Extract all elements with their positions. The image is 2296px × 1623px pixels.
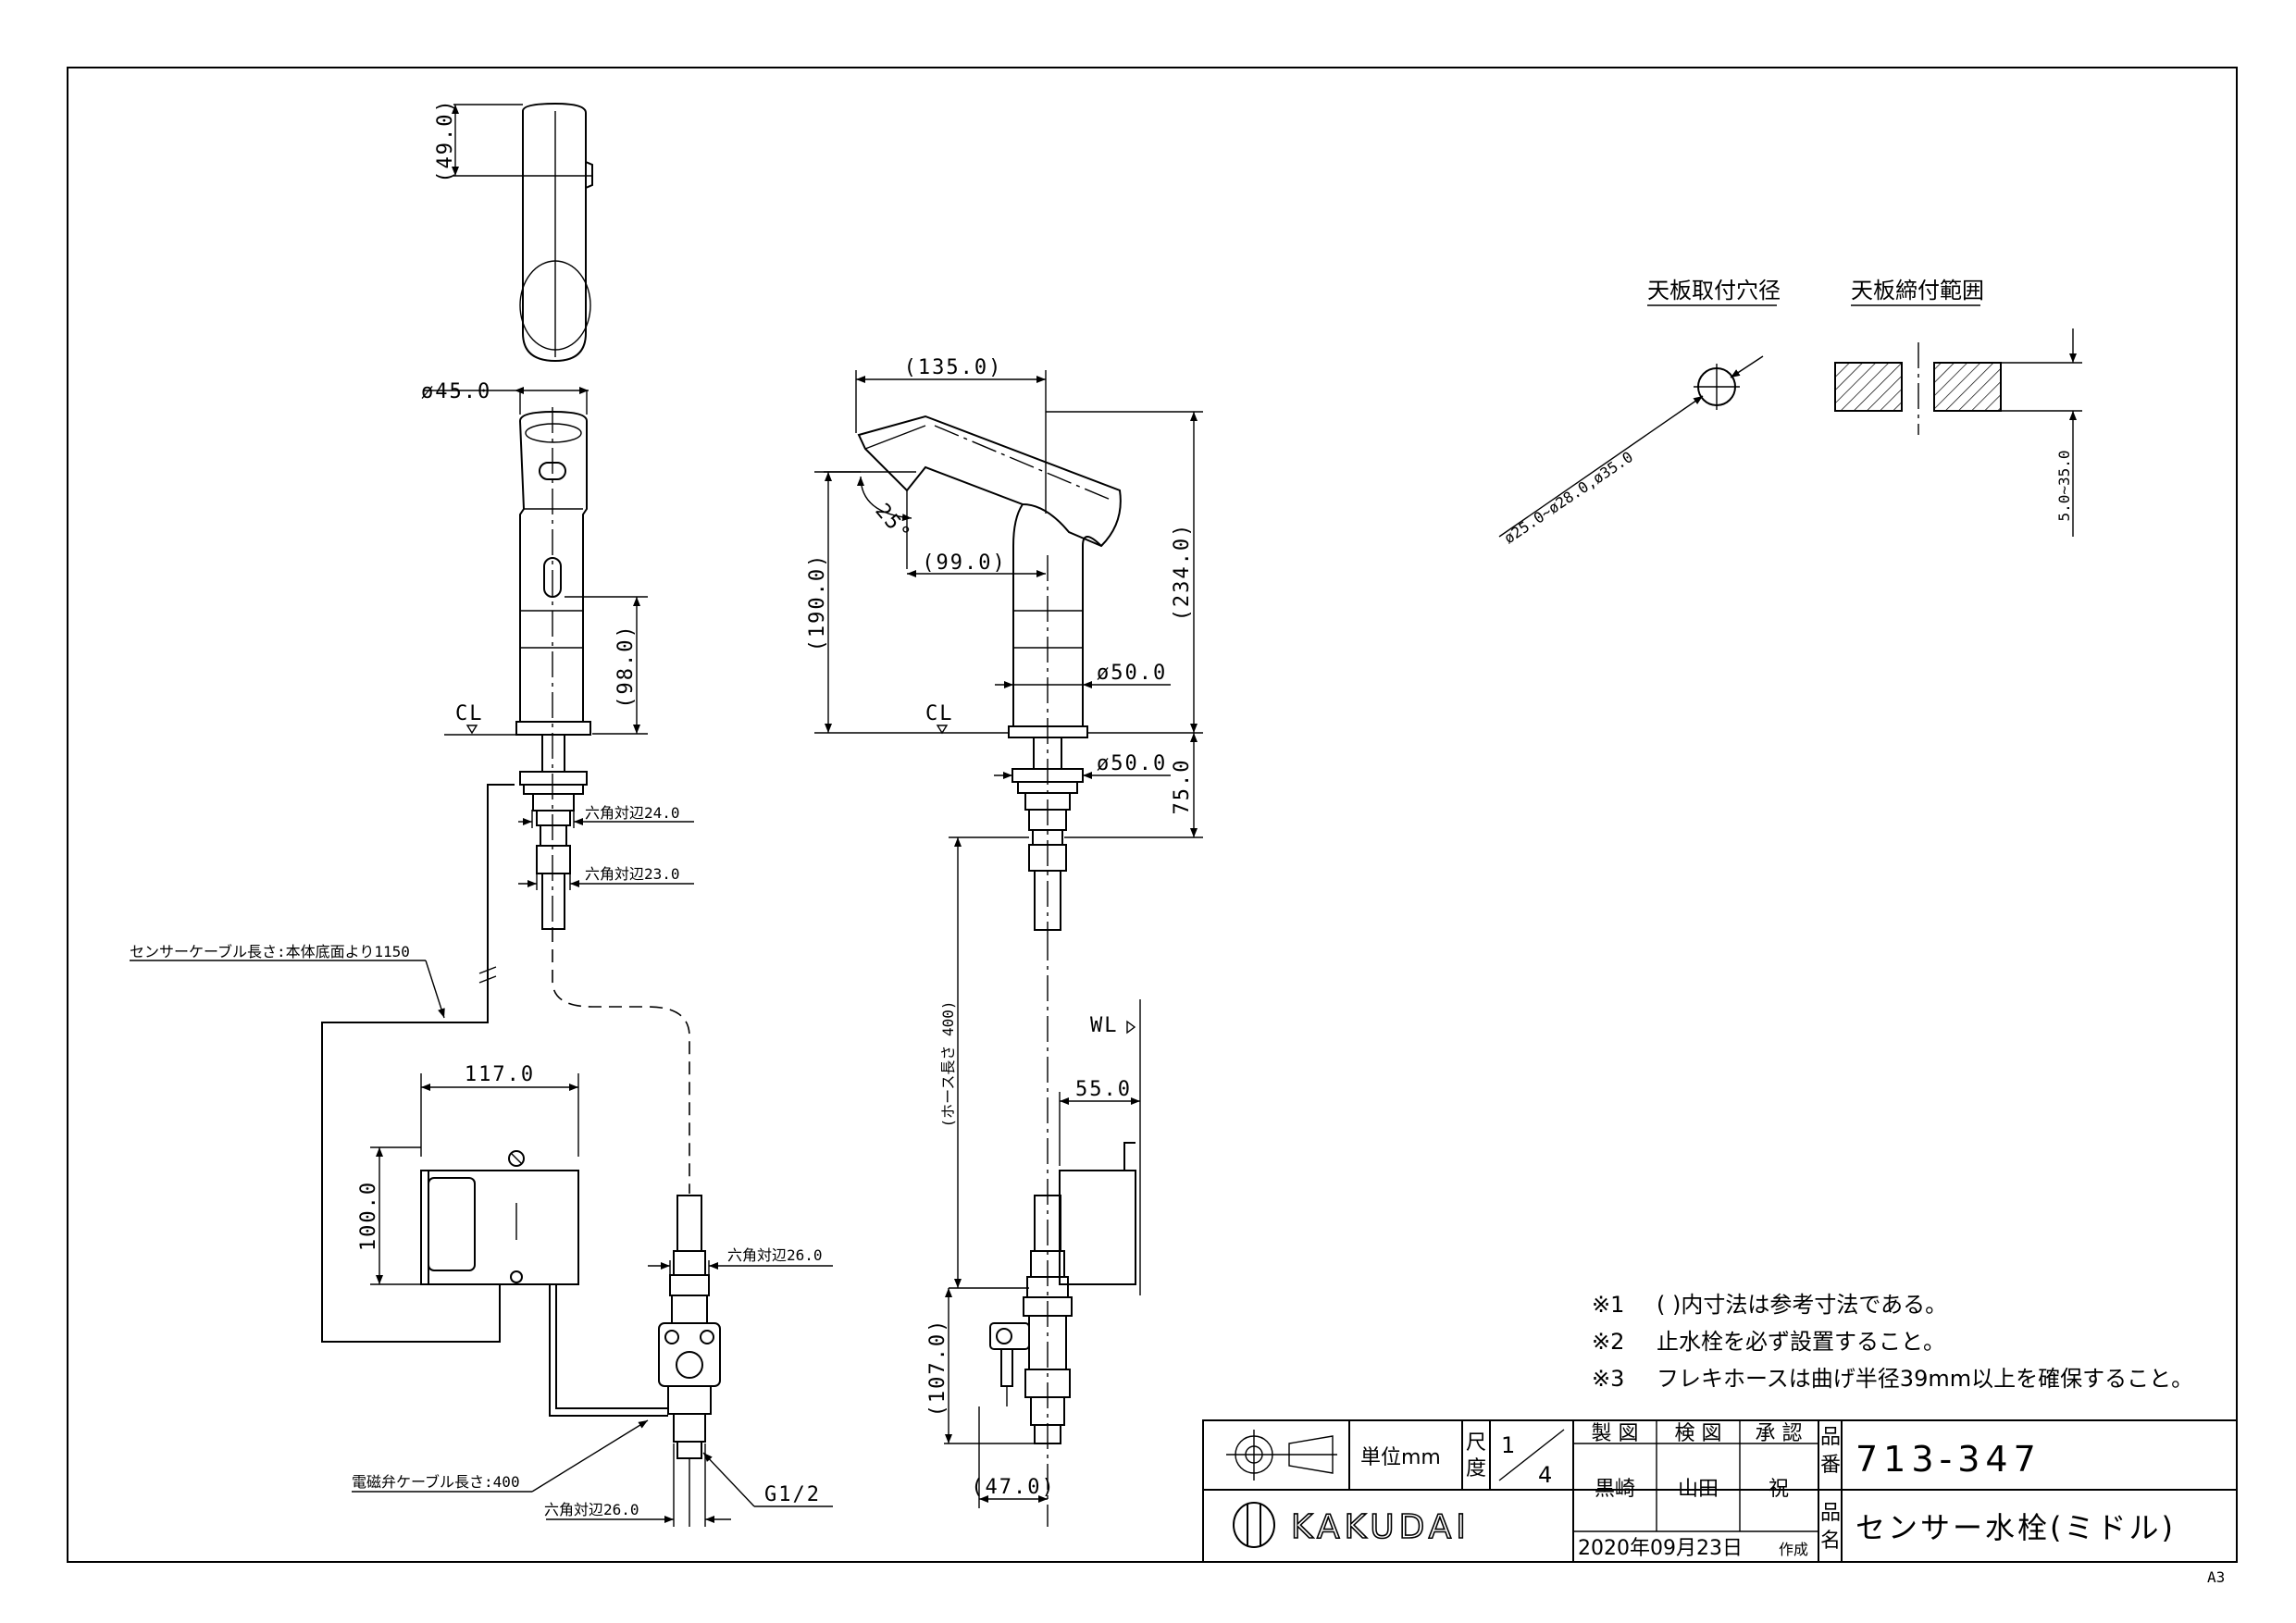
- dim-75-label: 75.0: [1171, 759, 1194, 815]
- checked-label: 検 図: [1675, 1422, 1722, 1445]
- part-no-label-2: 番: [1820, 1454, 1841, 1477]
- note-1-mark: ※1: [1592, 1292, 1624, 1318]
- g12-label: G1/2: [764, 1483, 821, 1506]
- wl-label: WL: [1090, 1014, 1119, 1037]
- dim-234-label: (234.0): [1171, 523, 1194, 622]
- dim-135-label: (135.0): [904, 356, 1003, 379]
- dim-25-label: 25°: [870, 500, 915, 547]
- note-2-text: 止水栓を必ず設置すること。: [1657, 1329, 1945, 1355]
- part-number: 713-347: [1855, 1439, 2042, 1480]
- dim-47-label: (47.0): [971, 1476, 1055, 1499]
- dim-100-label: 100.0: [357, 1181, 380, 1251]
- countertop-hole-detail: 天板取付穴径 ø25.0~ø28.0,ø35.0: [1498, 278, 1781, 547]
- unit-label: 単位mm: [1360, 1446, 1441, 1469]
- drawing-frame: [67, 67, 2238, 1563]
- hex-24-label: 六角対辺24.0: [585, 804, 680, 822]
- countertop-clamp-detail: 天板締付範囲 5.0~35.0: [1834, 278, 2082, 537]
- part-no-label-1: 品: [1820, 1426, 1841, 1449]
- drawn-by: 黒崎: [1595, 1478, 1635, 1501]
- dim-49-label: (49.0): [434, 98, 457, 182]
- logo-text: KAKUDAI: [1291, 1508, 1471, 1546]
- note-1-text: ( )内寸法は参考寸法である。: [1657, 1292, 1947, 1318]
- cl-label-side: CL: [925, 702, 954, 725]
- dim-117-label: 117.0: [465, 1063, 535, 1086]
- dim-99-label: (99.0): [922, 551, 1006, 575]
- notes: ※1 ( )内寸法は参考寸法である。 ※2 止水栓を必ず設置すること。 ※3 フ…: [1592, 1292, 2193, 1392]
- drawn-label: 製 図: [1592, 1422, 1639, 1445]
- hex-26b-label: 六角対辺26.0: [544, 1501, 639, 1518]
- dim-190-label: (190.0): [806, 553, 829, 652]
- approved-by: 祝: [1769, 1478, 1789, 1501]
- dim-98-label: (98.0): [614, 624, 638, 708]
- sheet-size: A3: [2207, 1568, 2225, 1586]
- hole-dims-label: ø25.0~ø28.0,ø35.0: [1501, 448, 1636, 547]
- note-3-text: フレキホースは曲げ半径39mm以上を確保すること。: [1657, 1366, 2193, 1392]
- sensor-cable-label: センサーケーブル長さ:本体底面より1150: [130, 943, 410, 960]
- part-name-label-2: 名: [1820, 1530, 1841, 1553]
- dim-50a-label: ø50.0: [1097, 662, 1167, 685]
- approved-label: 承 認: [1756, 1422, 1803, 1445]
- hole-title: 天板取付穴径: [1647, 278, 1781, 304]
- title-block: 単位mm 尺 度 1 4 製 図 検 図 承 認 黒崎 山田 祝 2020年09…: [1202, 1419, 2238, 1563]
- cl-label-front: CL: [455, 702, 484, 725]
- dim-45-label: ø45.0: [421, 380, 491, 403]
- scale-label-1: 尺: [1466, 1431, 1486, 1455]
- date-text: 2020年09月23日: [1578, 1537, 1743, 1560]
- scale-denominator: 4: [1538, 1462, 1552, 1488]
- clamp-title: 天板締付範囲: [1851, 278, 1984, 304]
- solenoid-cable-label: 電磁弁ケーブル長さ:400: [352, 1473, 520, 1491]
- clamp-dims-label: 5.0~35.0: [2055, 450, 2073, 521]
- created-label: 作成: [1779, 1541, 1808, 1558]
- dim-50b-label: ø50.0: [1097, 752, 1167, 775]
- part-name: センサー水栓(ミドル): [1855, 1510, 2176, 1545]
- scale-label-2: 度: [1466, 1457, 1486, 1481]
- note-2-mark: ※2: [1592, 1329, 1624, 1355]
- note-3-mark: ※3: [1592, 1366, 1624, 1392]
- scale-numerator: 1: [1501, 1432, 1515, 1458]
- hose-length-label: (ホース長さ 400): [939, 1001, 957, 1128]
- hex-23-label: 六角対辺23.0: [585, 865, 680, 883]
- kakudai-logo: KAKUDAI: [1233, 1502, 1471, 1548]
- checked-by: 山田: [1678, 1478, 1719, 1501]
- projection-symbol-icon: [1226, 1430, 1337, 1481]
- dim-55-label: 55.0: [1075, 1078, 1132, 1101]
- dim-107-label: (107.0): [926, 1319, 949, 1418]
- side-view: (135.0) 25° (99.0) (190.0) (234.0) CL: [806, 356, 1203, 1527]
- part-name-label-1: 品: [1820, 1502, 1841, 1525]
- front-view: (49.0) ø45.0 (98.0) CL: [130, 98, 833, 1527]
- hex-26a-label: 六角対辺26.0: [727, 1246, 823, 1264]
